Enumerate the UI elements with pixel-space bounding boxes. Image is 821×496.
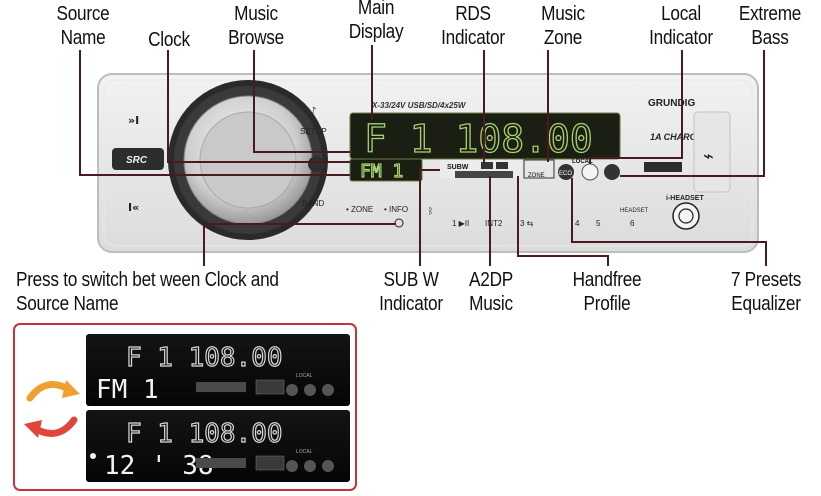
model-text: X-33/24V USB/SD/4x25W xyxy=(371,101,467,110)
svg-text:»I: »I xyxy=(128,114,139,127)
svg-text:LOCAL: LOCAL xyxy=(572,159,593,165)
svg-text:F 1 108.00: F 1 108.00 xyxy=(126,343,283,373)
clock-dot-icon xyxy=(90,453,96,459)
svg-text:BAND: BAND xyxy=(302,199,324,208)
svg-text:LOCAL: LOCAL xyxy=(296,449,313,455)
usb-port[interactable]: ⌁ xyxy=(693,111,731,193)
svg-text:I«: I« xyxy=(128,201,139,214)
zone-button[interactable]: • ZONE xyxy=(346,205,373,214)
svg-text:ECO: ECO xyxy=(559,171,572,177)
charge-indicator: 1A CHARGE xyxy=(644,132,704,172)
info-button[interactable]: • INFO xyxy=(384,205,408,214)
leader-presets xyxy=(571,178,767,266)
svg-text:LOCAL: LOCAL xyxy=(296,373,313,379)
preset-button-6[interactable]: 6 xyxy=(630,219,635,228)
setup-button[interactable]: ♪ SETUP xyxy=(300,106,327,136)
svg-text:1A CHARGE: 1A CHARGE xyxy=(650,132,704,142)
leader-local xyxy=(589,50,683,164)
svg-text:i-HEADSET: i-HEADSET xyxy=(666,195,704,202)
svg-text:♪: ♪ xyxy=(310,106,316,117)
source-display: FM 1 xyxy=(349,158,423,183)
leader-extreme-bass xyxy=(620,50,765,177)
leader-clock xyxy=(167,50,350,163)
leader-handfree xyxy=(517,176,609,266)
preset-button-2[interactable]: INT2 xyxy=(485,219,503,228)
headset-button[interactable]: i-HEADSET xyxy=(666,195,704,230)
band-button[interactable]: BAND xyxy=(302,199,324,208)
preset-buttons: 1 ▶II INT2 3 ⇆ 4 5 6 HEADSET xyxy=(452,208,649,228)
preset-button-3[interactable]: 3 ⇆ xyxy=(520,219,534,228)
svg-text:ZONE: ZONE xyxy=(528,173,545,179)
svg-text:FM 1: FM 1 xyxy=(360,161,403,182)
svg-text:SETUP: SETUP xyxy=(300,127,327,136)
display-inset: F 1 108.00 FM 1 LOCAL F 1 108.00 12 ' 38… xyxy=(13,323,357,491)
volume-knob[interactable] xyxy=(168,80,328,240)
inset-panel-source: F 1 108.00 FM 1 LOCAL xyxy=(86,334,350,406)
next-track-button[interactable]: »I xyxy=(128,114,139,127)
bluetooth-icon: ᛒ xyxy=(428,206,433,217)
svg-text:SUBW: SUBW xyxy=(447,164,469,171)
svg-text:F 1 108.00: F 1 108.00 xyxy=(364,117,593,161)
svg-text:SRC: SRC xyxy=(126,155,148,166)
src-button[interactable]: SRC xyxy=(112,148,164,170)
cycle-arrows-icon xyxy=(24,380,80,438)
leader-music-browse xyxy=(253,50,350,153)
leader-subw xyxy=(419,169,440,266)
svg-text:F 1 108.00: F 1 108.00 xyxy=(126,419,283,449)
svg-text:12 ' 38: 12 ' 38 xyxy=(104,451,214,481)
leader-lines xyxy=(79,45,767,266)
callout-clock: Clock xyxy=(148,29,190,51)
usb-icon: ⌁ xyxy=(703,146,714,167)
svg-text:HEADSET: HEADSET xyxy=(620,208,649,214)
prev-track-button[interactable]: I« xyxy=(128,201,139,214)
preset-button-1[interactable]: 1 ▶II xyxy=(452,219,469,228)
inset-panel-clock: F 1 108.00 12 ' 38 LOCAL xyxy=(86,410,350,482)
leader-source-name xyxy=(79,50,350,176)
brand-logo: GRUNDIG xyxy=(648,98,695,109)
preset-button-5[interactable]: 5 xyxy=(596,219,601,228)
browse-button[interactable] xyxy=(308,156,324,172)
svg-text:FM 1: FM 1 xyxy=(96,375,159,405)
indicator-strip: SUBW ZONE LOCAL ECO xyxy=(440,159,620,181)
leader-switch-clock xyxy=(203,223,396,266)
preset-button-4[interactable]: 4 xyxy=(575,219,580,228)
